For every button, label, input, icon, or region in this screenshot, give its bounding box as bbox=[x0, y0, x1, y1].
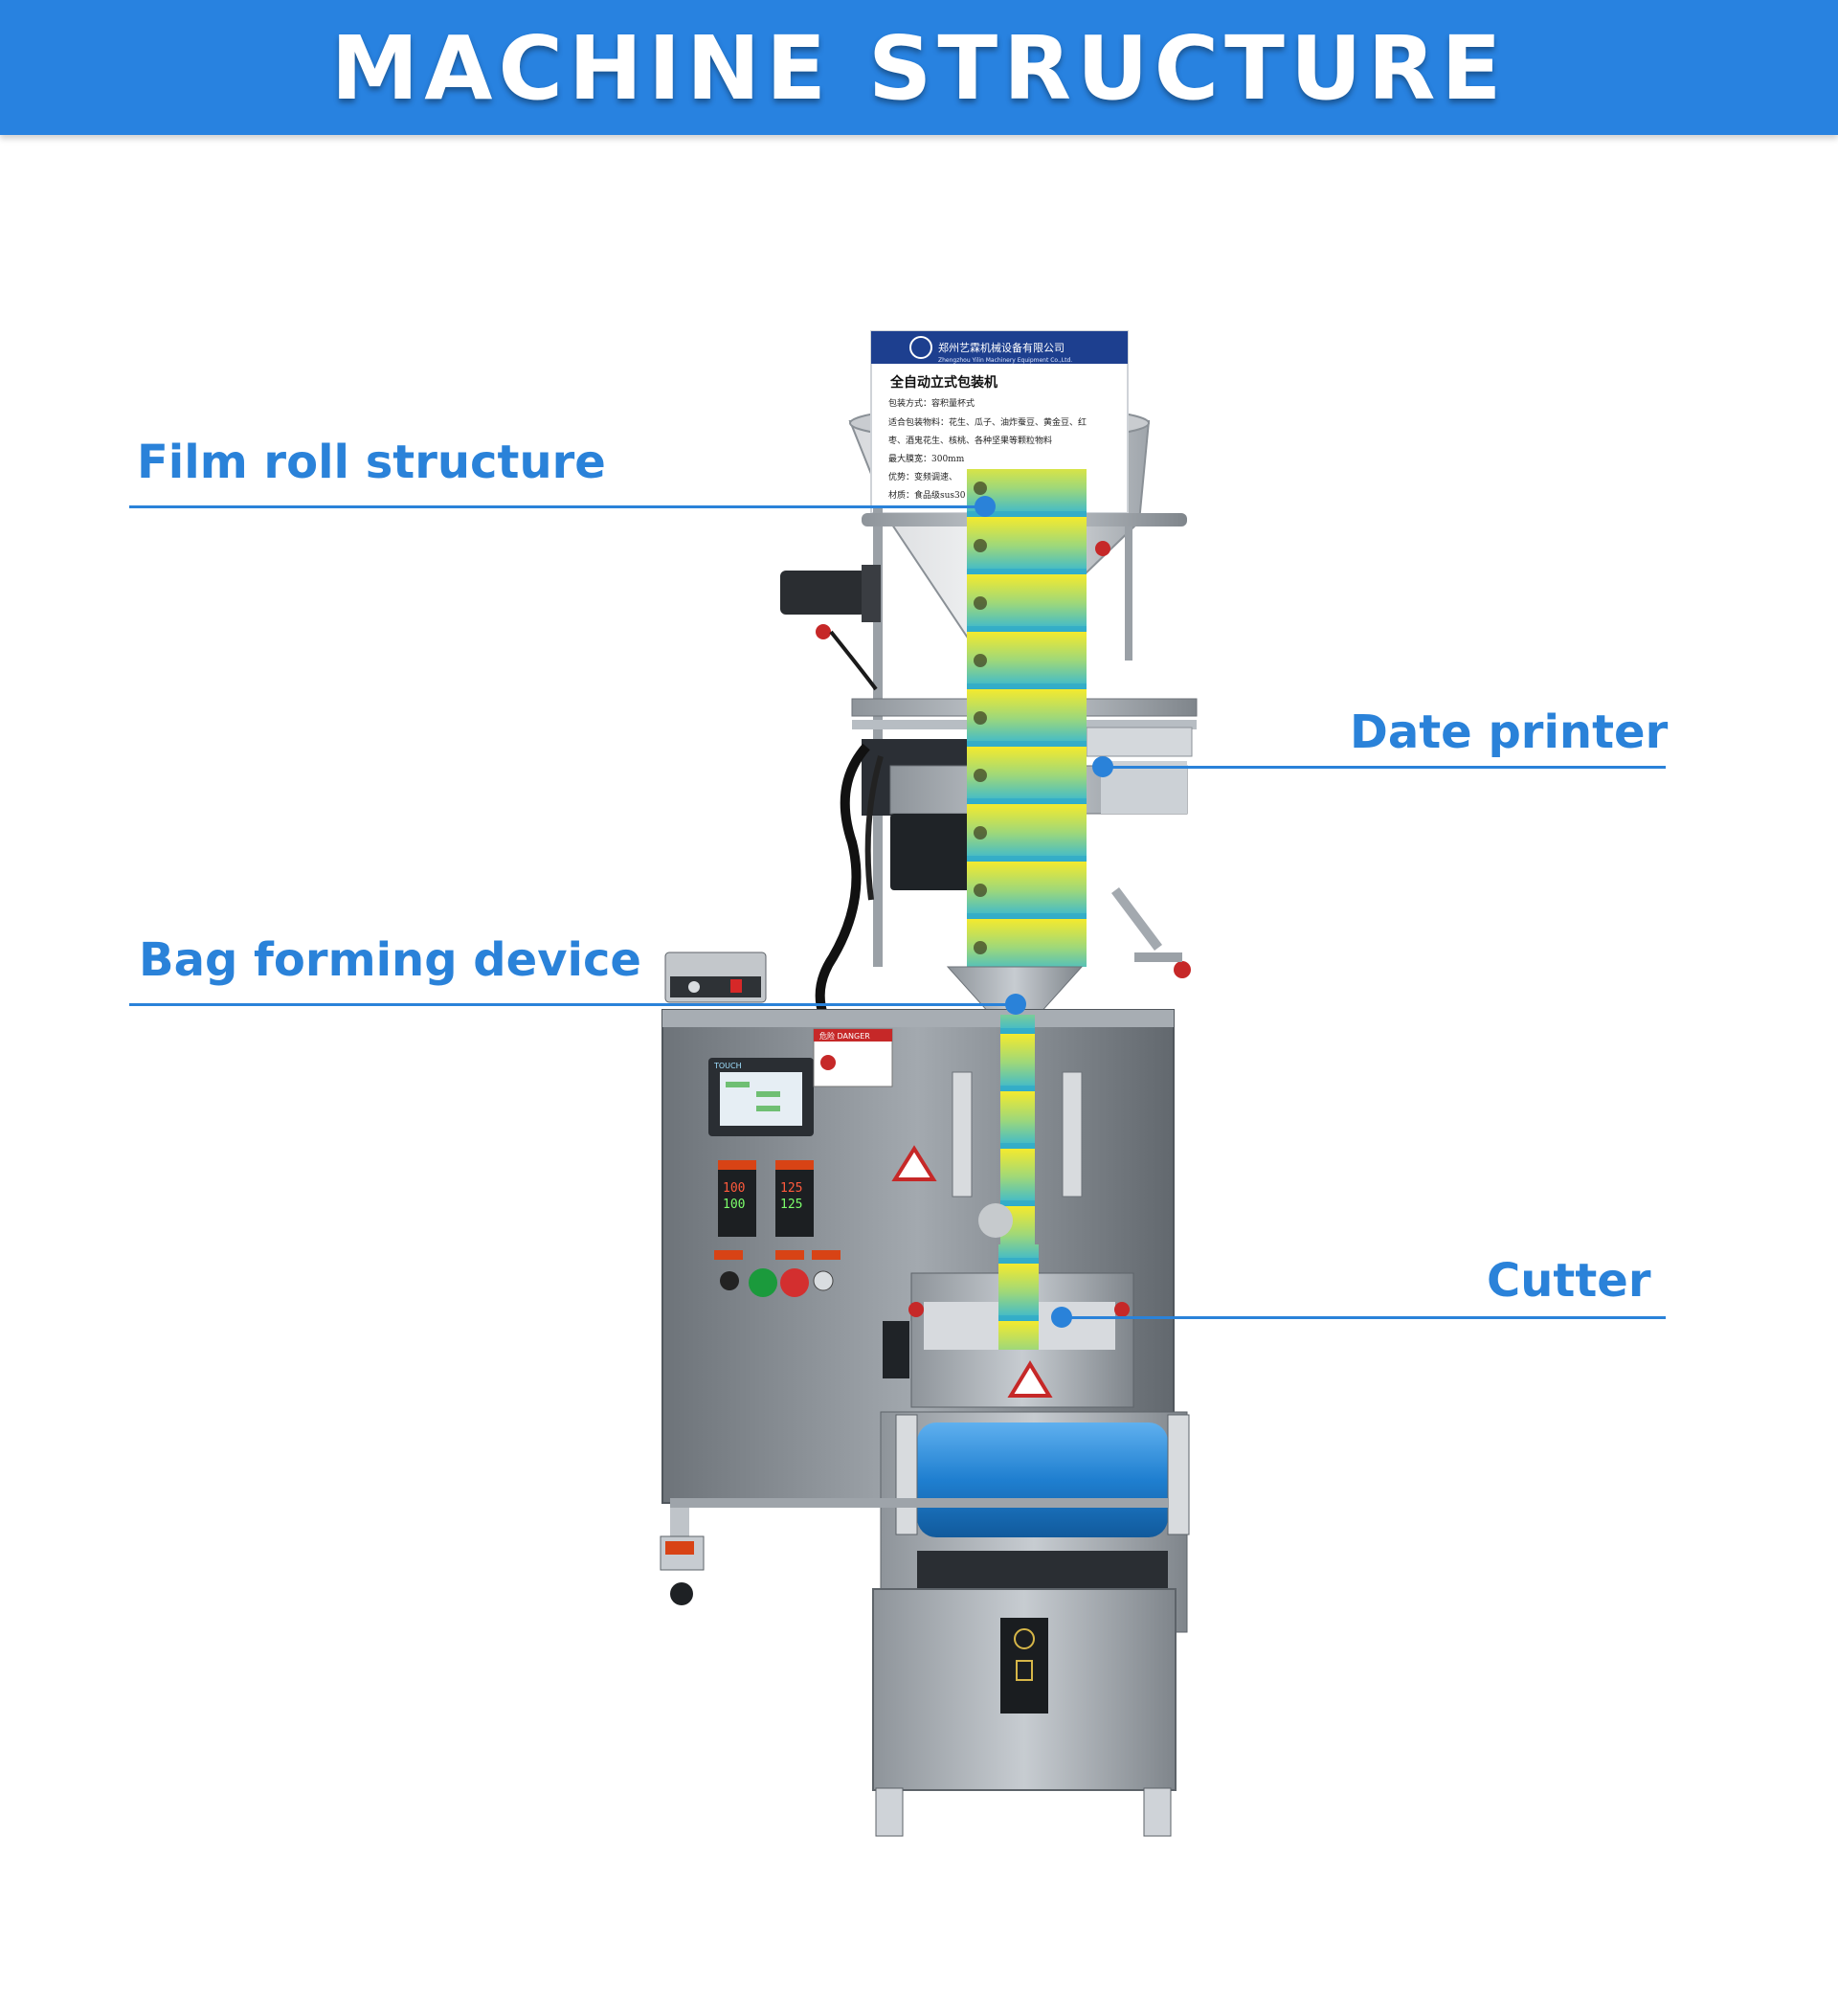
callout-cutter: Cutter bbox=[1487, 1254, 1651, 1308]
callout-line-film-roll bbox=[129, 505, 986, 508]
start-button bbox=[749, 1268, 777, 1297]
warning-triangle-icon bbox=[891, 1145, 937, 1181]
svg-text:Zhengzhou Yilin Machinery Equi: Zhengzhou Yilin Machinery Equipment Co.,… bbox=[938, 357, 1072, 364]
film-strip bbox=[967, 469, 1087, 967]
svg-text:125: 125 bbox=[780, 1181, 802, 1196]
callout-bag-forming-device: Bag forming device bbox=[139, 933, 641, 987]
callout-line-bag-forming bbox=[129, 1003, 1015, 1006]
svg-text:枣、酒鬼花生、核桃、各种坚果等颗粒物料: 枣、酒鬼花生、核桃、各种坚果等颗粒物料 bbox=[888, 435, 1052, 446]
callout-dot-film-roll bbox=[975, 496, 996, 517]
temp-display-1: 100 100 bbox=[718, 1160, 756, 1237]
callout-line-date-printer bbox=[1101, 766, 1666, 769]
stop-button bbox=[780, 1268, 809, 1297]
svg-text:包装方式：容积量杯式: 包装方式：容积量杯式 bbox=[888, 397, 975, 409]
page-title: MACHINE STRUCTURE bbox=[330, 17, 1508, 120]
svg-text:100: 100 bbox=[723, 1181, 745, 1196]
svg-text:最大膜宽：300mm: 最大膜宽：300mm bbox=[888, 453, 965, 464]
callout-line-cutter bbox=[1063, 1316, 1666, 1319]
svg-text:125: 125 bbox=[780, 1198, 802, 1212]
callout-dot-date-printer bbox=[1092, 756, 1113, 777]
callout-dot-cutter bbox=[1051, 1307, 1072, 1328]
svg-text:郑州艺霖机械设备有限公司: 郑州艺霖机械设备有限公司 bbox=[938, 341, 1065, 354]
temperature-controller-box bbox=[664, 952, 767, 1003]
callout-film-roll-structure: Film roll structure bbox=[137, 436, 606, 489]
svg-text:危险 DANGER: 危险 DANGER bbox=[819, 1031, 870, 1041]
logo-icon bbox=[909, 336, 932, 359]
temp-display-2: 125 125 bbox=[775, 1160, 814, 1237]
svg-text:TOUCH: TOUCH bbox=[713, 1062, 742, 1070]
svg-text:优势：变频调速、: 优势：变频调速、 bbox=[888, 471, 957, 482]
svg-text:适合包装物料：花生、瓜子、油炸蚕豆、黄金豆、红: 适合包装物料：花生、瓜子、油炸蚕豆、黄金豆、红 bbox=[888, 416, 1087, 428]
danger-sticker: 危险 DANGER bbox=[813, 1028, 893, 1087]
callout-dot-bag-forming bbox=[1005, 994, 1026, 1015]
header-banner: MACHINE STRUCTURE bbox=[0, 0, 1838, 135]
hazard-icon bbox=[1007, 1360, 1053, 1398]
svg-text:100: 100 bbox=[723, 1198, 745, 1212]
svg-text:全自动立式包装机: 全自动立式包装机 bbox=[889, 374, 997, 391]
svg-text:材质：食品级sus30: 材质：食品级sus30 bbox=[888, 489, 966, 501]
touch-screen: TOUCH bbox=[708, 1058, 814, 1136]
base-cabinet bbox=[872, 1588, 1177, 1837]
callout-date-printer: Date printer bbox=[1350, 706, 1669, 759]
